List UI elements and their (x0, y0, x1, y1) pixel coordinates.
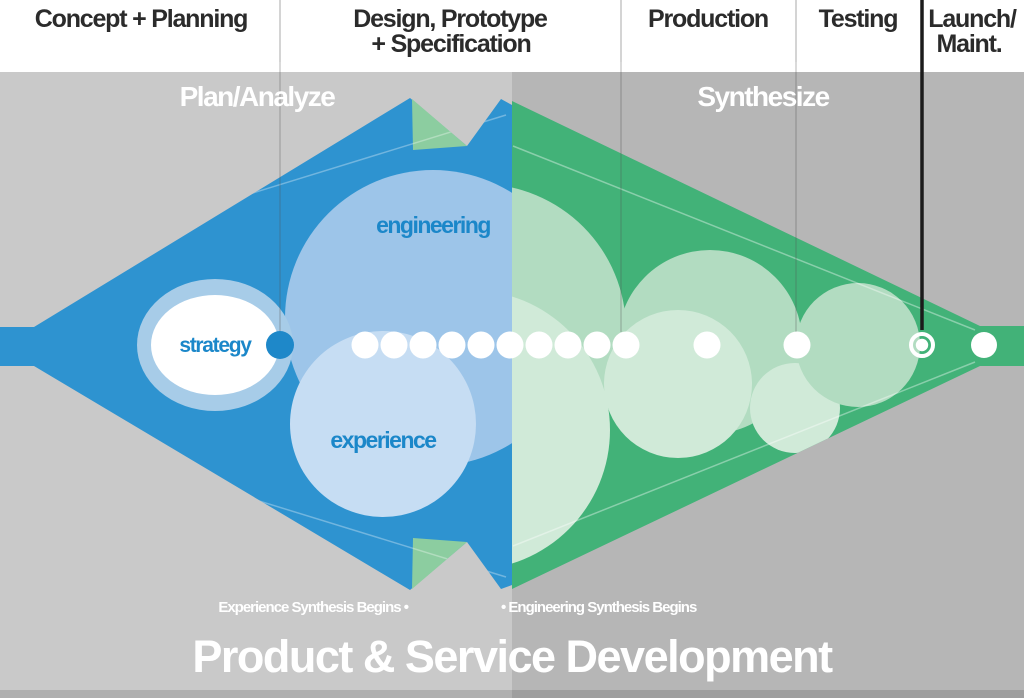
phase-label-design-line1: Design, Prototype (353, 5, 548, 33)
green-outline-hairline-top (512, 145, 976, 331)
phase-label-launch-line1: Launch/ (928, 5, 1017, 33)
strategy-ellipse (151, 295, 279, 395)
milestone-dot-final (971, 332, 997, 358)
milestone-dot-blue (266, 331, 294, 359)
phase-dividers (279, 0, 924, 332)
launch-ring-center-dot (915, 338, 929, 352)
band-label-plan-analyze: Plan/Analyze (180, 81, 336, 112)
milestone-dot (351, 331, 379, 359)
experience-synthesis-annotation: Experience Synthesis Begins • (218, 599, 408, 616)
milestone-dot (409, 331, 437, 359)
phase-label-testing: Testing (819, 5, 898, 33)
green-outline-hairline-bottom (512, 361, 976, 547)
milestone-dot (380, 331, 408, 359)
milestone-dot-testing (783, 331, 811, 359)
phase-label-design-line2: + Specification (371, 30, 530, 58)
milestone-dot (467, 331, 495, 359)
band-label-synthesize: Synthesize (697, 81, 829, 112)
green-phase-circle-testing (796, 283, 920, 407)
green-phase-circle-design-light (512, 290, 610, 570)
engineering-label: engineering (376, 212, 490, 238)
milestone-dot (438, 331, 466, 359)
milestone-dot (583, 331, 611, 359)
phase-label-launch-line2: Maint. (936, 30, 1001, 58)
green-peak-triangle-top (412, 99, 467, 150)
experience-label: experience (330, 427, 436, 453)
milestone-dot (496, 331, 524, 359)
green-peak-triangle-bottom (412, 538, 467, 589)
phase-label-production: Production (648, 5, 768, 33)
milestone-dot-production (693, 331, 721, 359)
milestone-dot (525, 331, 553, 359)
milestone-dot (612, 331, 640, 359)
header-band (0, 0, 1024, 72)
phase-label-concept: Concept + Planning (35, 5, 247, 33)
blue-lens-circles (137, 114, 512, 578)
engineering-synthesis-annotation: • Engineering Synthesis Begins (501, 599, 697, 616)
bottom-edge-shadow (0, 690, 1024, 698)
strategy-label: strategy (179, 334, 252, 357)
experience-circle (290, 331, 476, 517)
phase-labels: Concept + Planning Design, Prototype + S… (35, 5, 1018, 58)
diagram-title: Product & Service Development (192, 631, 833, 682)
milestone-dot (554, 331, 582, 359)
milestone-dots (266, 331, 997, 359)
launch-ring (909, 332, 935, 358)
